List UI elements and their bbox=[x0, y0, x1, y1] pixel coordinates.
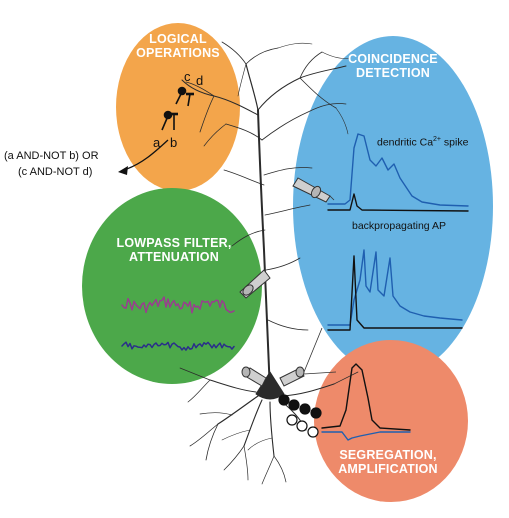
connector-lines bbox=[303, 195, 337, 375]
input-label-d: d bbox=[196, 73, 204, 88]
segregation-amplification-title: SEGREGATION, AMPLIFICATION bbox=[318, 448, 458, 476]
logic-synapse-symbols bbox=[161, 86, 194, 131]
synapse-open bbox=[286, 414, 298, 426]
amplified-spike-trace bbox=[321, 363, 411, 431]
soma-electrode-right bbox=[279, 366, 305, 387]
title-line: COINCIDENCE bbox=[348, 52, 438, 66]
burst-response-trace bbox=[327, 249, 463, 326]
lowpass-filter-title: LOWPASS FILTER, ATTENUATION bbox=[104, 236, 244, 264]
dendritic-spike-label: dendritic Ca2+ spike bbox=[377, 134, 468, 149]
lowpass-input-trace bbox=[121, 296, 235, 314]
dendritic-label-superscript: 2+ bbox=[433, 136, 442, 143]
synapse-cluster bbox=[278, 394, 322, 438]
synapse-open bbox=[307, 426, 319, 438]
recording-electrodes bbox=[239, 177, 331, 387]
dendritic-ca-spike-trace bbox=[327, 133, 469, 207]
logic-expression-line-2: (c AND-NOT d) bbox=[18, 166, 93, 178]
logical-operations-region bbox=[116, 23, 240, 191]
title-line: OPERATIONS bbox=[136, 46, 220, 60]
synapse-c-excitatory bbox=[177, 86, 187, 96]
coincidence-detection-region bbox=[293, 36, 493, 376]
title-line: DETECTION bbox=[355, 66, 431, 80]
dendrite-electrode bbox=[239, 269, 271, 299]
synapse-filled bbox=[310, 407, 322, 419]
coincidence-detection-title: COINCIDENCE DETECTION bbox=[333, 52, 453, 80]
voltage-traces bbox=[121, 133, 469, 441]
synapse-filled bbox=[278, 394, 290, 406]
input-label-b: b bbox=[170, 135, 178, 150]
logical-operations-title: LOGICAL OPERATIONS bbox=[120, 32, 236, 60]
synapse-open bbox=[296, 420, 308, 432]
dendritic-label-tail: spike bbox=[441, 136, 469, 149]
soma-electrode-left bbox=[241, 366, 267, 387]
dendritic-label-text: dendritic Ca bbox=[377, 136, 434, 149]
input-label-c: c bbox=[184, 69, 191, 84]
synapse-filled bbox=[288, 399, 300, 411]
title-line: ATTENUATION bbox=[129, 250, 219, 264]
logic-expression-line-1: (a AND-NOT b) OR bbox=[4, 150, 99, 162]
segregation-amplification-region bbox=[314, 340, 468, 502]
lowpass-filtered-trace bbox=[121, 341, 235, 351]
synapse-filled bbox=[299, 403, 311, 415]
title-line: LOGICAL bbox=[149, 32, 207, 46]
logic-output-arrow bbox=[118, 139, 169, 175]
subthreshold-epsp-trace bbox=[321, 431, 411, 441]
backpropagating-ap-label: backpropagating AP bbox=[352, 220, 446, 232]
apical-electrode bbox=[292, 177, 331, 203]
lowpass-filter-region bbox=[82, 188, 262, 384]
single-ap-trace bbox=[327, 255, 463, 331]
backpropagating-ap-trace bbox=[327, 193, 469, 212]
title-line: SEGREGATION, bbox=[339, 448, 437, 462]
pyramidal-neuron bbox=[179, 41, 359, 485]
input-label-a: a bbox=[153, 135, 161, 150]
title-line: AMPLIFICATION bbox=[338, 462, 438, 476]
title-line: LOWPASS FILTER, bbox=[116, 236, 232, 250]
